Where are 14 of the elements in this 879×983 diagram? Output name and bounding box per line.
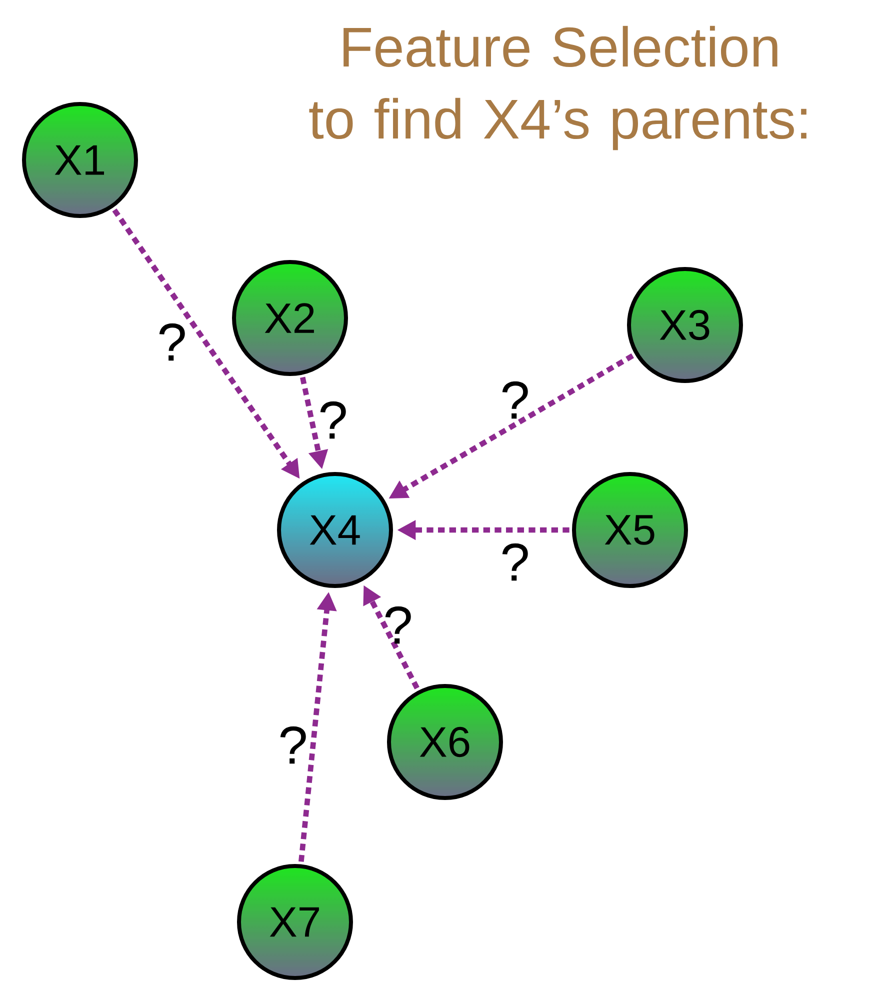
circle-node: X6 bbox=[387, 684, 503, 800]
circle-node: X2 bbox=[232, 260, 348, 376]
circle-node: X7 bbox=[237, 864, 353, 980]
title: Feature Selection to find X4’s parents: bbox=[309, 26, 806, 150]
circle-node: X1 bbox=[22, 102, 138, 218]
edge-label: ? bbox=[159, 323, 185, 361]
circle-node: X5 bbox=[572, 472, 688, 588]
edge-label: ? bbox=[385, 606, 411, 644]
edge-label: ? bbox=[320, 401, 346, 439]
circle-node: X3 bbox=[627, 267, 743, 383]
circle-node: X4 bbox=[277, 472, 393, 588]
edge-label: ? bbox=[280, 726, 306, 764]
edge-label: ? bbox=[502, 381, 528, 419]
edge-label: ? bbox=[502, 543, 528, 581]
